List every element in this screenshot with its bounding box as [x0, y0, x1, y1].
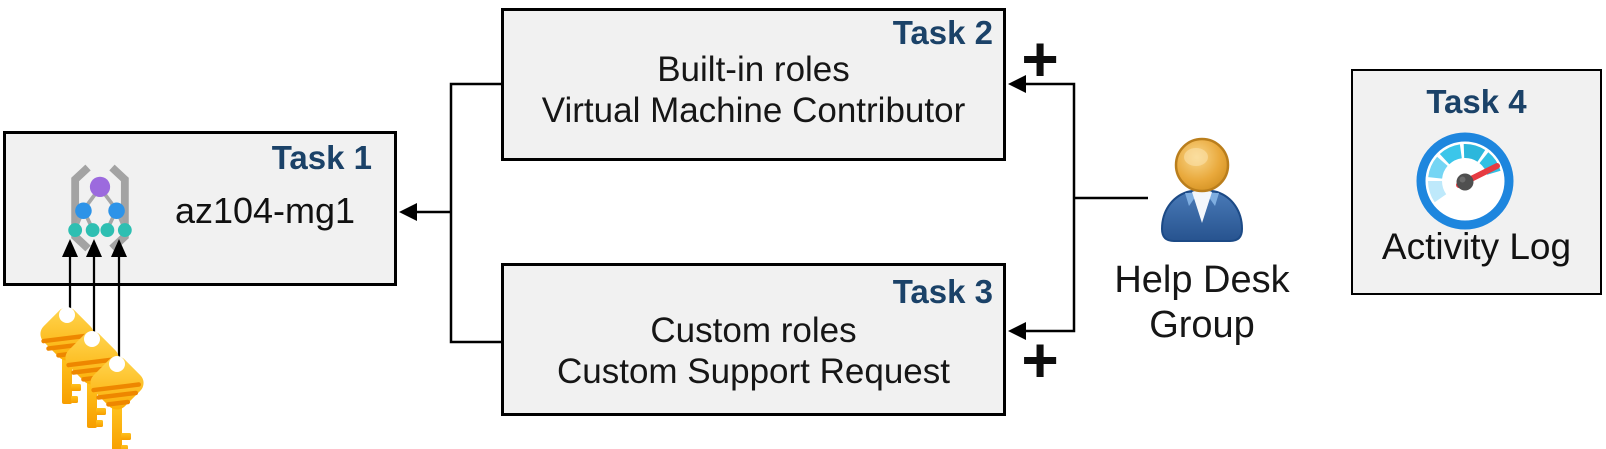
keys-group	[35, 302, 149, 449]
task4-label: Task 4	[1426, 83, 1527, 120]
task3-line1: Custom roles	[650, 311, 857, 350]
person-icon	[1160, 137, 1244, 242]
task3-label: Task 3	[892, 273, 993, 310]
task2-label: Task 2	[892, 14, 993, 51]
task1-label: Task 1	[271, 139, 372, 176]
task4-title: Activity Log	[1381, 226, 1572, 267]
helpdesk-label: Help Desk Group	[1114, 259, 1290, 346]
right-bracket-connector	[1026, 82, 1076, 333]
plus-top: +	[1021, 23, 1059, 95]
task4-box: Task 4 Activity Log	[1351, 69, 1602, 295]
left-bracket-connector	[449, 82, 501, 344]
management-group-icon	[68, 164, 132, 252]
task1-arrowhead	[399, 203, 417, 221]
task2-line2: Virtual Machine Contributor	[541, 91, 966, 130]
task3-line2: Custom Support Request	[557, 352, 950, 391]
task3-box: Task 3 Custom roles Custom Support Reque…	[501, 263, 1006, 416]
plus-bottom: +	[1021, 324, 1059, 396]
task2-box: Task 2 Built-in roles Virtual Machine Co…	[501, 8, 1006, 161]
task1-title: az104-mg1	[174, 190, 356, 231]
activity-log-gauge-icon	[1416, 132, 1514, 230]
task2-line1: Built-in roles	[657, 50, 850, 89]
task1-box: Task 1 az104-mg1	[3, 131, 397, 286]
